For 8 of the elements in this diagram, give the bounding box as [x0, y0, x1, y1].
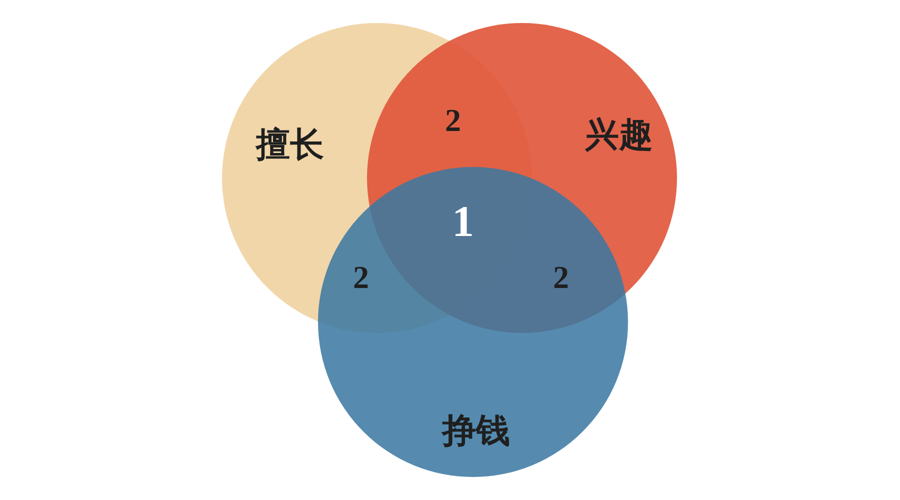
set-label: 挣钱 — [442, 415, 510, 449]
overlap-count: 1 — [452, 200, 474, 244]
set-label: 擅长 — [256, 129, 324, 163]
set-label: 兴趣 — [585, 119, 653, 153]
overlap-count: 2 — [553, 261, 569, 293]
overlap-count: 2 — [353, 261, 369, 293]
venn-circle — [318, 167, 628, 477]
overlap-count: 2 — [445, 104, 461, 136]
